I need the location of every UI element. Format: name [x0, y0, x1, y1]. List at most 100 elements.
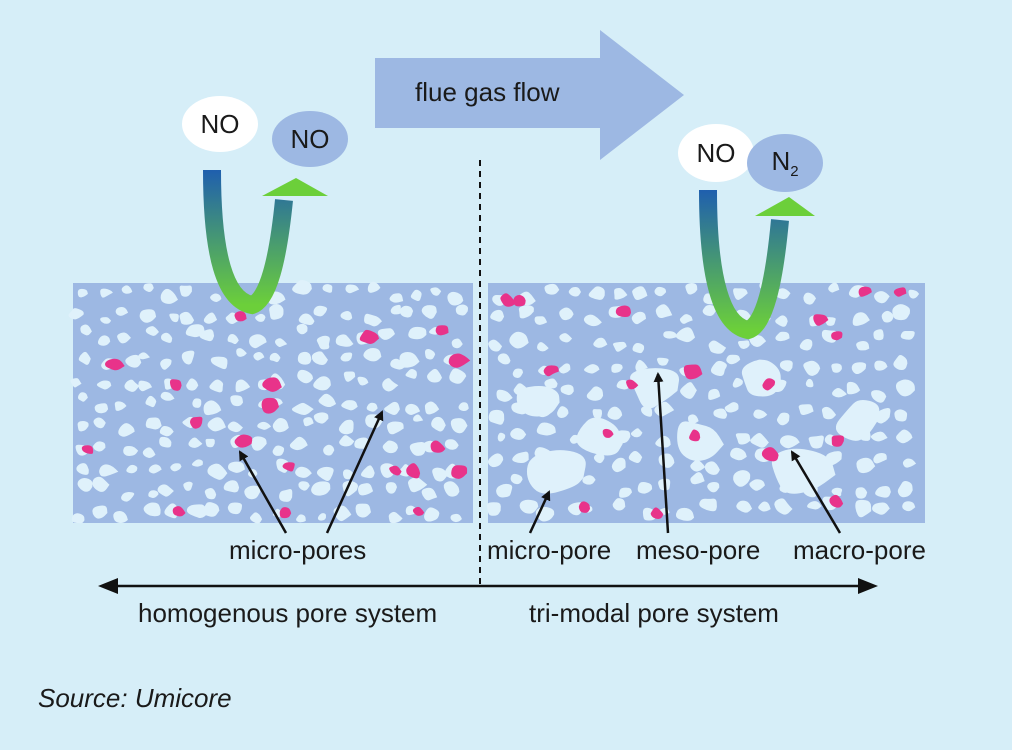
micro-pore-space	[679, 314, 693, 324]
micro-pore-space	[297, 351, 312, 365]
micro-pore-space	[593, 337, 608, 348]
micro-pore-space	[169, 313, 179, 323]
micro-pore-space	[611, 363, 623, 373]
micro-pore-space	[399, 352, 420, 368]
source-credit: Source: Umicore	[38, 683, 232, 713]
product-bubble-left: NO	[272, 111, 348, 167]
micro-pore-space	[805, 378, 814, 388]
micro-pore-space	[94, 403, 109, 414]
micro-pore-space	[488, 409, 505, 425]
micro-pore-space	[558, 363, 571, 374]
micro-pore-space	[114, 401, 127, 411]
micro-pore-space	[614, 287, 628, 300]
micro-pore-space	[323, 444, 335, 456]
micro-pore-space	[204, 487, 217, 500]
micro-pore-space	[230, 395, 243, 407]
micro-pore-space	[255, 313, 266, 322]
micro-pore-space	[191, 459, 203, 467]
micro-pore-space	[635, 359, 648, 372]
active-site	[412, 506, 425, 516]
flue-gas-flow-arrow	[375, 30, 684, 160]
no-inflow-arrow-left	[203, 169, 293, 315]
product-bubble-right: N2	[747, 134, 823, 192]
micro-pore-space	[313, 305, 328, 317]
micro-pore-space	[272, 418, 289, 433]
micro-pore-space	[873, 329, 884, 341]
micro-pore-space	[852, 312, 870, 326]
active-site	[262, 377, 282, 392]
micro-pore-space	[269, 352, 281, 363]
micro-pore-space	[732, 377, 743, 388]
micro-pore-space	[724, 402, 739, 413]
micro-pore-space	[449, 368, 467, 384]
micro-pore-space	[510, 473, 523, 485]
active-site	[234, 434, 253, 448]
micro-pore-space	[902, 458, 917, 468]
micro-pore-space	[345, 284, 360, 294]
micro-pore-space	[138, 380, 153, 392]
micro-pore-space	[235, 379, 251, 393]
micro-pore-space	[443, 481, 460, 497]
micro-pore-space	[455, 304, 469, 316]
micro-pore-space	[358, 483, 374, 496]
micro-pore-space	[143, 283, 154, 293]
micro-pore-space	[512, 451, 529, 464]
active-site	[858, 286, 872, 297]
micro-pore-space	[855, 487, 868, 499]
active-site	[831, 331, 843, 341]
micro-pore-space	[316, 335, 330, 350]
micro-pore-space	[186, 504, 208, 519]
micro-pore-space	[291, 402, 314, 415]
micro-pore-space	[690, 472, 705, 485]
system-scale-arrowhead-right	[858, 578, 878, 594]
micro-pore-space	[311, 351, 328, 365]
micro-pore-space	[424, 348, 436, 360]
micro-pore-space	[872, 502, 890, 515]
micro-pore-space	[803, 292, 816, 305]
micro-pore-space	[687, 414, 699, 424]
micro-pore-space	[225, 312, 243, 325]
micro-pore-space	[458, 402, 469, 412]
micro-pore-space	[123, 445, 139, 456]
micro-pore-space	[335, 334, 354, 347]
micro-pore-space	[117, 332, 131, 344]
micro-pore-space	[632, 286, 648, 300]
micro-pore-space	[339, 435, 355, 447]
micro-pore-space	[342, 469, 353, 480]
active-site	[689, 429, 701, 442]
micro-pore-space	[737, 340, 750, 349]
micro-pore-space	[227, 333, 239, 345]
micro-pore-space	[322, 284, 333, 293]
micro-pore-space	[92, 505, 108, 519]
macro-pore-space	[835, 400, 880, 441]
micro-pore-space	[76, 463, 89, 475]
pointer-macro-pore	[790, 450, 842, 534]
micro-pore-space	[583, 314, 602, 327]
micro-pore-space	[488, 453, 504, 468]
micro-pore-space	[758, 501, 771, 512]
micro-pore-space	[269, 303, 284, 320]
micro-pore-space	[421, 487, 438, 501]
micro-pore-space	[430, 287, 442, 296]
micro-pore-space	[303, 417, 314, 427]
micro-pore-space	[908, 289, 920, 299]
micro-pore-space	[512, 368, 523, 378]
micro-pore-space	[496, 483, 513, 498]
micro-pore-space	[161, 332, 173, 343]
active-site	[813, 314, 829, 326]
micro-pore-space	[510, 428, 527, 440]
micro-pore-space	[519, 499, 539, 514]
micro-pore-space	[276, 458, 289, 473]
micro-pore-space	[900, 331, 915, 340]
active-site	[578, 501, 590, 513]
micro-pore-space	[509, 331, 529, 349]
active-site	[650, 507, 664, 519]
micro-pore-space	[297, 369, 313, 384]
micro-pore-space	[588, 286, 605, 300]
micro-pore-space	[902, 501, 916, 512]
micro-pore-space	[145, 417, 162, 430]
micro-pore-space	[675, 507, 695, 521]
micro-pore-space	[704, 461, 720, 475]
micro-pore-space	[774, 498, 793, 515]
